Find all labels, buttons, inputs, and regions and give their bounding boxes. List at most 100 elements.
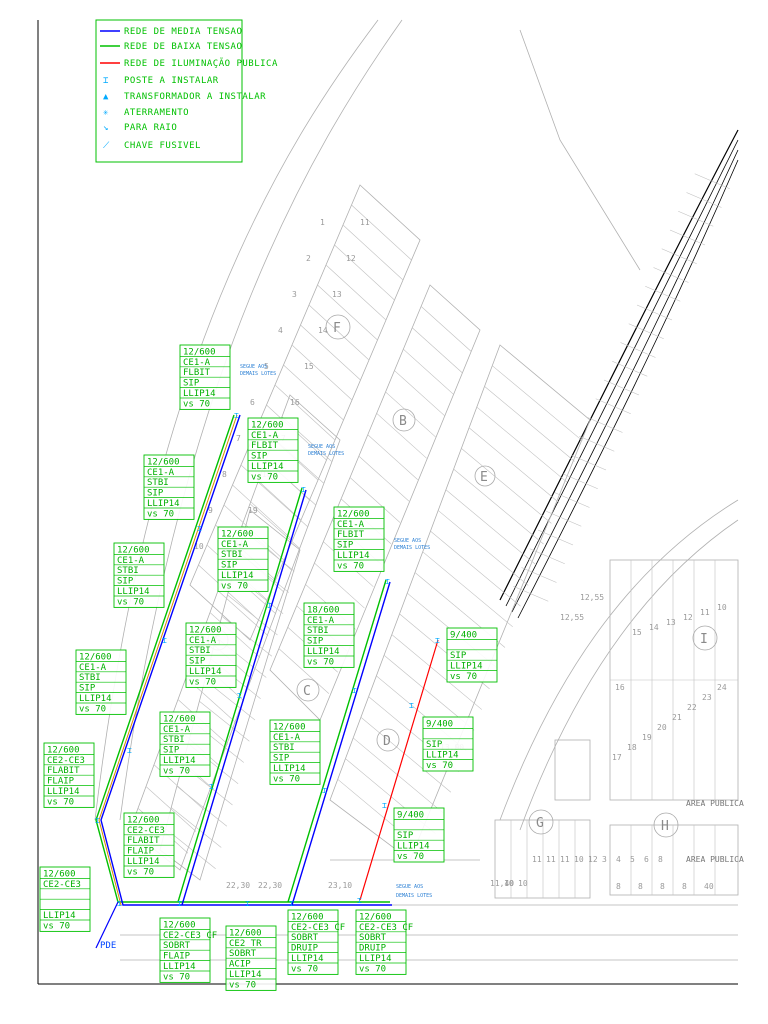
legend-box	[95, 19, 243, 163]
tag-line: SOBRT	[359, 933, 387, 943]
lot-number: 7	[236, 434, 241, 443]
lot-number: 21	[672, 713, 682, 722]
lot-number: 19	[248, 506, 258, 515]
tag-line: 12/600	[273, 722, 306, 732]
tag-line: CE1-A	[251, 431, 279, 441]
pole-icon: ⌶	[352, 686, 357, 695]
tag-line: LLIP14	[307, 647, 340, 657]
lot-number: 40	[704, 882, 714, 891]
lot-number: 12	[346, 254, 356, 263]
tag-line: LLIP14	[337, 551, 370, 561]
lot-number: 4	[278, 326, 283, 335]
tag-line: LLIP14	[426, 751, 459, 761]
tag-line: FLBIT	[251, 441, 279, 451]
legend-label: REDE DE BAIXA TENSAO	[124, 42, 242, 52]
network-lines	[95, 414, 439, 949]
svg-text:DEMAIS LOTES: DEMAIS LOTES	[308, 451, 344, 457]
tag-line: CE1-A	[147, 468, 175, 478]
svg-text:DEMAIS LOTES: DEMAIS LOTES	[394, 545, 430, 551]
tag-line: CE1-A	[183, 358, 211, 368]
lot-number: 8	[222, 470, 227, 479]
tag-line: 9/400	[450, 630, 477, 640]
tag-line: LLIP14	[163, 962, 196, 972]
lot-number: 22	[687, 703, 697, 712]
tag-line: CE1-A	[221, 540, 249, 550]
lot-number: 16	[290, 398, 300, 407]
dimension-label: 22,30	[258, 881, 282, 890]
tag-line: 12/600	[47, 745, 80, 755]
block-label: D	[383, 734, 391, 749]
pole-icon: ⌶	[245, 899, 250, 908]
legend-label: CHAVE FUSIVEL	[124, 141, 201, 151]
lot-number: 23	[702, 693, 712, 702]
area-label: AREA PUBLICA	[686, 855, 744, 864]
tag-line: 12/600	[43, 869, 76, 879]
lot-number: 16	[615, 683, 625, 692]
tag-line: LLIP14	[127, 857, 160, 867]
tag-line: vs 70	[79, 704, 106, 714]
lot-number: 11	[700, 608, 710, 617]
tag-line: STBI	[147, 478, 169, 488]
pole-icon: ⌶	[322, 786, 327, 795]
tag-line: SIP	[307, 637, 324, 647]
tag-line: LLIP14	[189, 667, 222, 677]
lot-number: 9	[208, 506, 213, 515]
tag-line: vs 70	[183, 399, 210, 409]
tag-line: SIP	[117, 577, 134, 587]
lot-number: 4	[616, 855, 621, 864]
legend-label: TRANSFORMADOR A INSTALAR	[124, 92, 266, 102]
tag-line: LLIP14	[273, 764, 306, 774]
pole-icon: ⌶	[289, 899, 294, 908]
tag-line: 9/400	[397, 810, 424, 820]
area-label: AREA PUBLICA	[686, 799, 744, 808]
tag-line: LLIP14	[117, 587, 150, 597]
tag-line: vs 70	[307, 657, 334, 667]
medium-voltage-line	[100, 414, 392, 906]
lot-number: 11	[532, 855, 542, 864]
tag-line: 12/600	[291, 912, 324, 922]
tag-line: 12/600	[183, 347, 216, 357]
lot-number: 10	[574, 855, 584, 864]
public-lighting-line	[359, 639, 439, 901]
tag-line: 12/600	[117, 545, 150, 555]
tag-line: SIP	[273, 754, 290, 764]
tag-line: CE1-A	[337, 520, 365, 530]
pole-icon: ⌶	[162, 636, 167, 645]
tag-line: SIP	[221, 561, 238, 571]
lot-number: 10	[194, 542, 204, 551]
tag-line: vs 70	[163, 972, 190, 982]
tag-line: CE2-CE3	[43, 880, 81, 890]
tag-line: SIP	[251, 452, 268, 462]
block-label: I	[700, 632, 708, 647]
tag-line: STBI	[79, 673, 101, 683]
tag-line: vs 70	[189, 677, 216, 687]
pole-icon: ⌶	[409, 701, 414, 710]
tag-line: vs 70	[291, 964, 318, 974]
pole-icon: ⌶	[117, 899, 122, 908]
legend-label: POSTE A INSTALAR	[124, 76, 219, 86]
tag-line: LLIP14	[183, 389, 216, 399]
pole-icon: ⌶	[435, 636, 440, 645]
lot-number: 8	[616, 882, 621, 891]
svg-text:DEMAIS LOTES: DEMAIS LOTES	[240, 371, 276, 377]
tag-line: DRUIP	[291, 944, 319, 954]
block-label: F	[333, 321, 341, 336]
pole-icon: ⌶	[209, 782, 214, 791]
svg-text:SEGUE AOS: SEGUE AOS	[240, 364, 267, 370]
lot-number: 8	[638, 882, 643, 891]
tag-line: vs 70	[221, 581, 248, 591]
tag-line: vs 70	[450, 672, 477, 682]
block-label: E	[480, 470, 488, 485]
pole-icon: ⌶	[234, 411, 239, 420]
tag-line: SOBRT	[229, 949, 257, 959]
tag-line: vs 70	[127, 867, 154, 877]
tag-line: LLIP14	[147, 499, 180, 509]
